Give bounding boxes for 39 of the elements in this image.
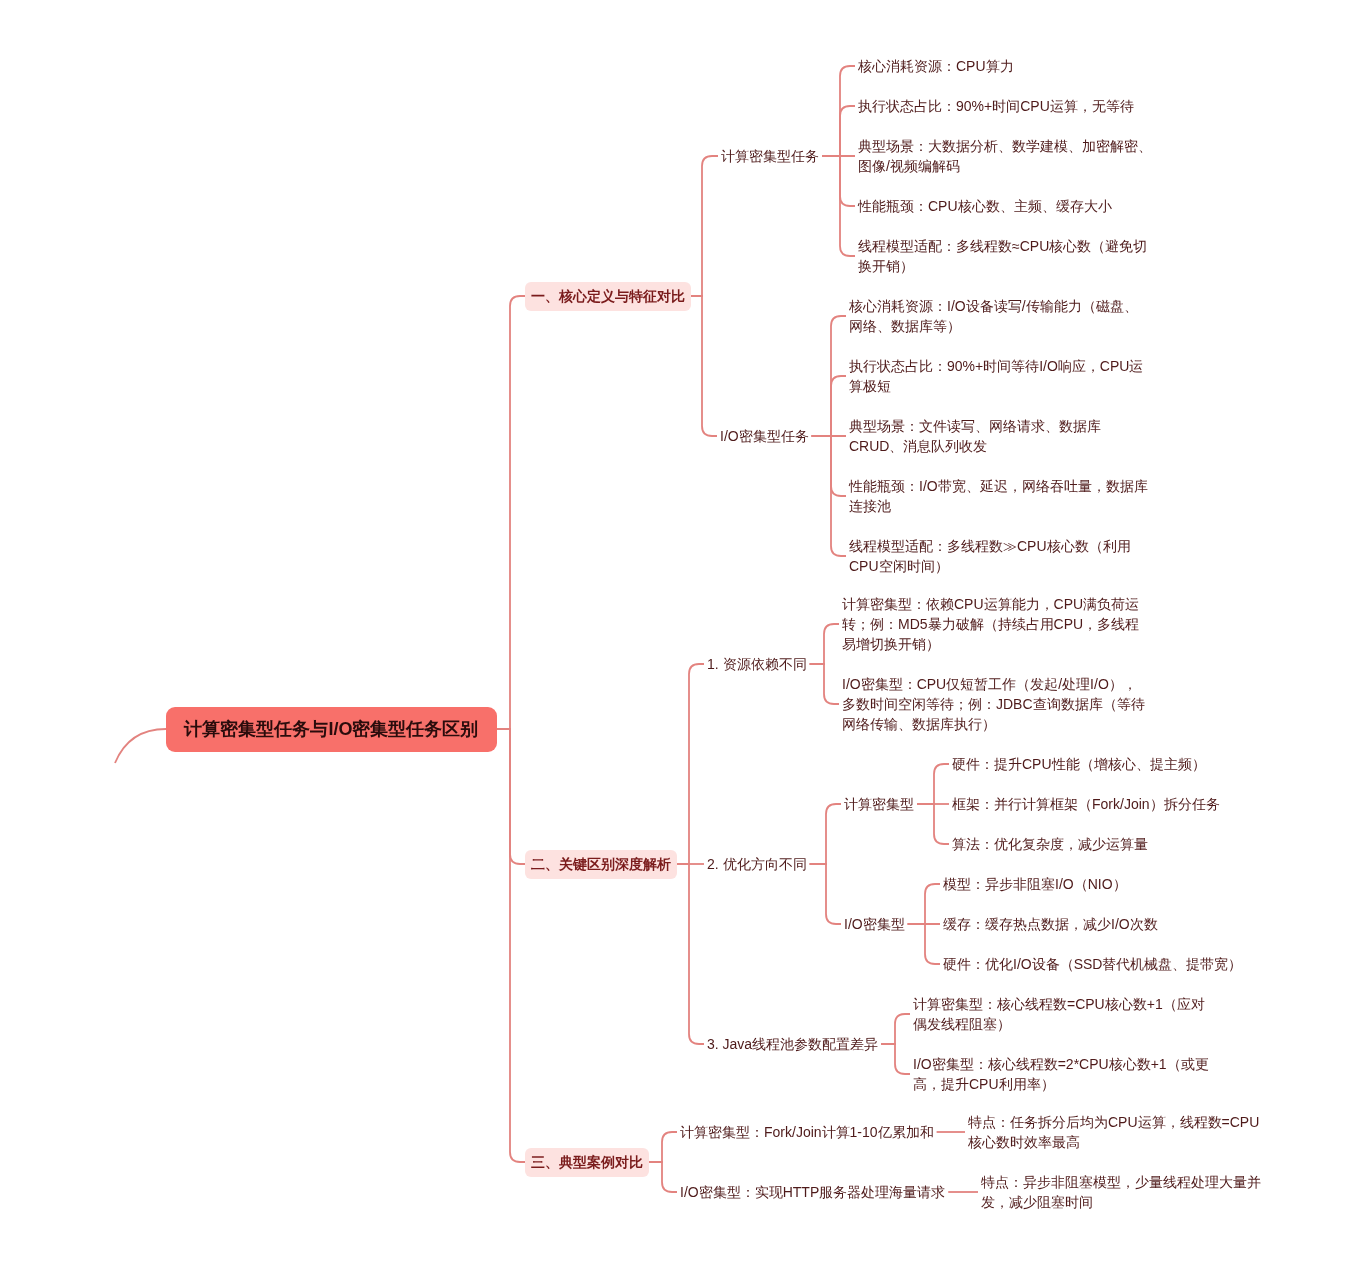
branch-topic-box: 二、关键区别深度解析	[525, 849, 677, 879]
connector-line	[935, 1131, 966, 1133]
topic-text: 性能瓶颈：CPU核心数、主频、缓存大小	[855, 196, 1115, 216]
connector-line	[947, 1191, 979, 1193]
topic-text: 框架：并行计算框架（Fork/Join）拆分任务	[949, 794, 1223, 814]
connector-line	[676, 863, 705, 1045]
topic-text: 计算密集型	[841, 794, 917, 814]
root-topic-box: 计算密集型任务与I/O密集型任务区别	[166, 706, 497, 752]
topic-text: 执行状态占比：90%+时间等待I/O响应，CPU运算极短	[846, 356, 1150, 396]
branch-topic-box: 一、核心定义与特征对比	[525, 281, 691, 311]
connector-line	[114, 728, 167, 764]
topic-text: 硬件：提升CPU性能（增核心、提主频）	[949, 754, 1209, 774]
topic-text: 线程模型适配：多线程数≫CPU核心数（利用CPU空闲时间）	[846, 536, 1147, 576]
topic-text: 核心消耗资源：CPU算力	[855, 56, 1017, 76]
topic-text: 硬件：优化I/O设备（SSD替代机械盘、提带宽）	[940, 954, 1246, 974]
topic-text: 计算密集型任务	[718, 146, 822, 166]
topic-text: 计算密集型：Fork/Join计算1-10亿累加和	[677, 1122, 937, 1142]
topic-text: 执行状态占比：90%+时间CPU运算，无等待	[855, 96, 1137, 116]
topic-text: 性能瓶颈：I/O带宽、延迟，网络吞吐量，数据库连接池	[846, 476, 1157, 516]
topic-text: 1. 资源依赖不同	[704, 654, 810, 674]
topic-text: 计算密集型：依赖CPU运算能力，CPU满负荷运转；例：MD5暴力破解（持续占用CPU，多线程易增切换开销）	[839, 594, 1145, 654]
topic-text: 典型场景：大数据分析、数学建模、加密解密、图像/视频编解码	[855, 136, 1161, 176]
topic-text: 特点：异步非阻塞模型，少量线程处理大量并发，减少阻塞时间	[978, 1172, 1274, 1212]
topic-text: 典型场景：文件读写、网络请求、数据库CRUD、消息队列收发	[846, 416, 1127, 456]
topic-text: I/O密集型：CPU仅短暂工作（发起/处理I/O），多数时间空闲等待；例：JDBC查询数据库（等待网络传输、数据库执行）	[839, 674, 1150, 734]
topic-text: 模型：异步非阻塞I/O（NIO）	[940, 874, 1130, 894]
topic-text: 算法：优化复杂度，减少运算量	[949, 834, 1151, 854]
topic-text: 核心消耗资源：I/O设备读写/传输能力（磁盘、网络、数据库等）	[846, 296, 1144, 336]
topic-text: I/O密集型任务	[717, 426, 812, 446]
topic-text: 缓存：缓存热点数据，减少I/O次数	[940, 914, 1161, 934]
topic-text: I/O密集型	[841, 914, 908, 934]
topic-text: 线程模型适配：多线程数≈CPU核心数（避免切换开销）	[855, 236, 1156, 276]
topic-text: I/O密集型：实现HTTP服务器处理海量请求	[677, 1182, 949, 1202]
topic-text: 2. 优化方向不同	[704, 854, 810, 874]
topic-text: 特点：任务拆分后均为CPU运算，线程数=CPU核心数时效率最高	[965, 1112, 1267, 1152]
branch-topic-box: 三、典型案例对比	[525, 1147, 649, 1177]
topic-text: I/O密集型：核心线程数=2*CPU核心数+1（或更高，提升CPU利用率）	[910, 1054, 1214, 1094]
topic-text: 计算密集型：核心线程数=CPU核心数+1（应对偶发线程阻塞）	[910, 994, 1214, 1034]
topic-text: 3. Java线程池参数配置差异	[704, 1034, 882, 1054]
